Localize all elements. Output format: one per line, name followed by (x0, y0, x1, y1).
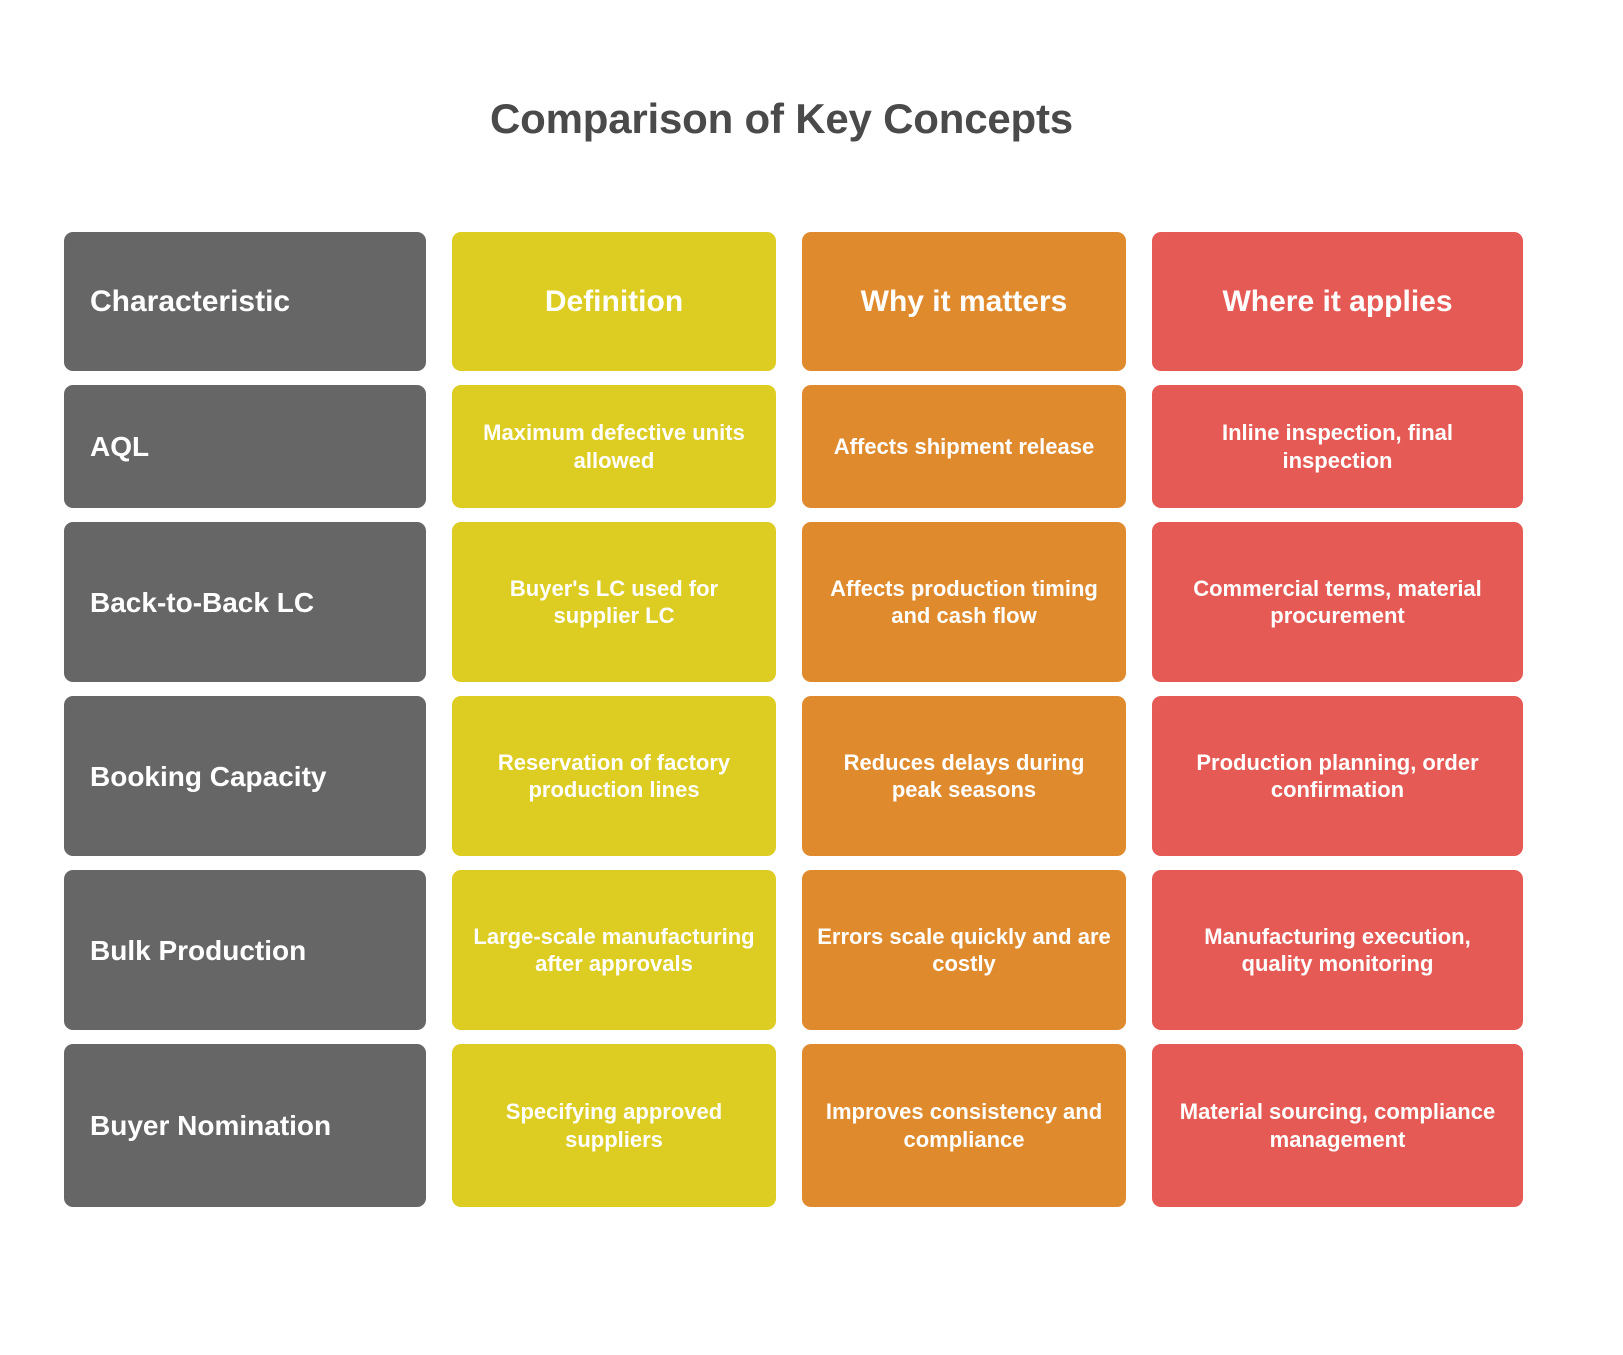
cell-where-it-applies: Production planning, order confirmation (1152, 696, 1523, 856)
cell-definition: Reservation of factory production lines (452, 696, 776, 856)
cell-characteristic: Back-to-Back LC (64, 522, 426, 682)
cell-why-it-matters: Improves consistency and compliance (802, 1044, 1126, 1207)
cell-definition: Large-scale manufacturing after approval… (452, 870, 776, 1030)
cell-why-it-matters: Affects production timing and cash flow (802, 522, 1126, 682)
table-row: Bulk Production Large-scale manufacturin… (64, 870, 1547, 1030)
cell-why-it-matters: Errors scale quickly and are costly (802, 870, 1126, 1030)
column-header-characteristic: Characteristic (64, 232, 426, 371)
cell-where-it-applies: Commercial terms, material procurement (1152, 522, 1523, 682)
cell-definition: Specifying approved suppliers (452, 1044, 776, 1207)
cell-where-it-applies: Material sourcing, compliance management (1152, 1044, 1523, 1207)
column-header-definition: Definition (452, 232, 776, 371)
cell-characteristic: AQL (64, 385, 426, 508)
table-header-row: Characteristic Definition Why it matters… (64, 232, 1547, 371)
cell-definition: Buyer's LC used for supplier LC (452, 522, 776, 682)
cell-why-it-matters: Affects shipment release (802, 385, 1126, 508)
column-header-where-it-applies: Where it applies (1152, 232, 1523, 371)
comparison-table: Characteristic Definition Why it matters… (64, 232, 1547, 1207)
table-row: Buyer Nomination Specifying approved sup… (64, 1044, 1547, 1207)
page-title: Comparison of Key Concepts (490, 95, 1073, 142)
cell-where-it-applies: Manufacturing execution, quality monitor… (1152, 870, 1523, 1030)
cell-characteristic: Buyer Nomination (64, 1044, 426, 1207)
cell-where-it-applies: Inline inspection, final inspection (1152, 385, 1523, 508)
table-row: AQL Maximum defective units allowed Affe… (64, 385, 1547, 508)
cell-why-it-matters: Reduces delays during peak seasons (802, 696, 1126, 856)
table-row: Booking Capacity Reservation of factory … (64, 696, 1547, 856)
column-header-why-it-matters: Why it matters (802, 232, 1126, 371)
table-row: Back-to-Back LC Buyer's LC used for supp… (64, 522, 1547, 682)
cell-characteristic: Booking Capacity (64, 696, 426, 856)
cell-characteristic: Bulk Production (64, 870, 426, 1030)
cell-definition: Maximum defective units allowed (452, 385, 776, 508)
